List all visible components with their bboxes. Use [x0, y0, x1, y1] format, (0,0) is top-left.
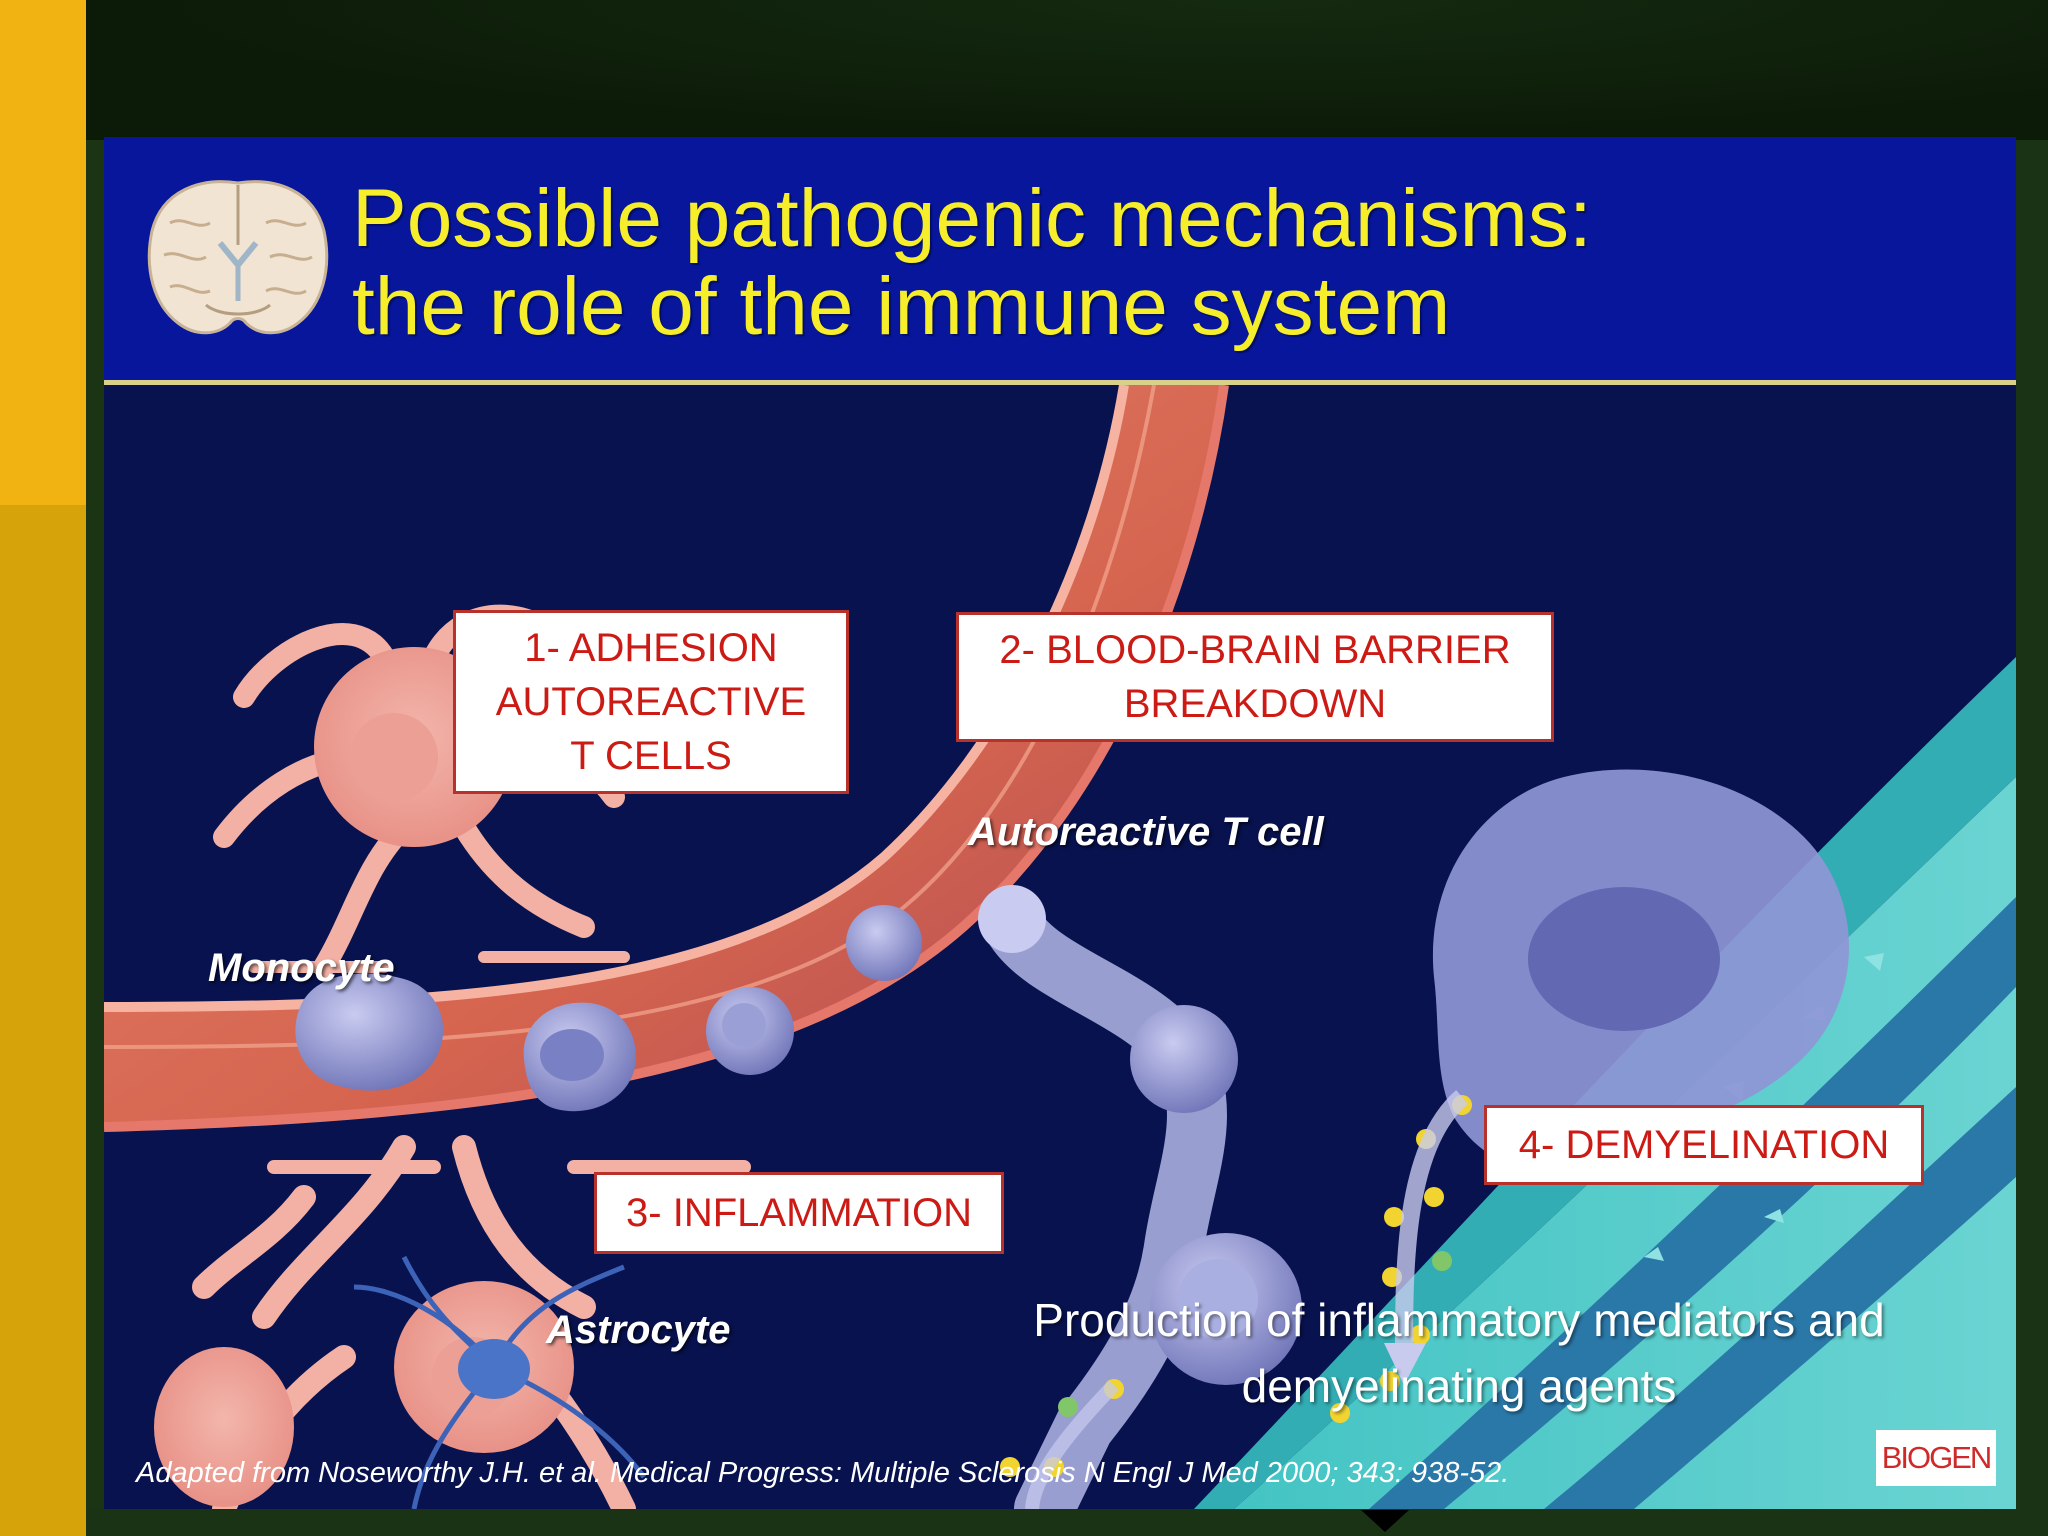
step-1-line-3: T CELLS: [570, 734, 732, 778]
slide-title-line-1: Possible pathogenic mechanisms:: [352, 173, 1592, 264]
source-citation: Adapted from Noseworthy J.H. et al. Medi…: [136, 1457, 1510, 1489]
autoreactive-t-cell: [978, 885, 1302, 1509]
mouse-pointer-triangle: [1361, 1510, 1409, 1532]
step-1-adhesion-box: 1- ADHESION AUTOREACTIVE T CELLS: [453, 610, 849, 794]
step-3-inflammation-box: 3- INFLAMMATION: [594, 1172, 1004, 1254]
demyelinating-macrophage: [1432, 769, 1849, 1172]
brain-coronal-section-icon: [147, 180, 329, 335]
label-autoreactive-t-cell: Autoreactive T cell: [968, 810, 1324, 854]
step-4-line-1: 4- DEMYELINATION: [1518, 1123, 1890, 1167]
slide-title-line-2: the role of the immune system: [352, 261, 1451, 352]
step-1-line-1: 1- ADHESION: [524, 626, 778, 670]
step-3-line-1: 3- INFLAMMATION: [626, 1191, 972, 1235]
label-astrocyte: Astrocyte: [546, 1308, 731, 1352]
label-monocyte: Monocyte: [208, 946, 395, 990]
step-2-line-1: 2- BLOOD-BRAIN BARRIER: [999, 628, 1511, 672]
title-divider: [104, 380, 2016, 385]
mediators-caption: Production of inflammatory mediators and…: [984, 1287, 1934, 1419]
mediator-arrows: [1025, 1090, 1469, 1509]
right-margin: [2012, 140, 2048, 1536]
caption-line-2: demyelinating agents: [1241, 1360, 1677, 1412]
step-2-line-2: BREAKDOWN: [1123, 682, 1387, 726]
left-stripe-yellow: [0, 0, 86, 505]
neuron: [353, 1255, 646, 1509]
astrocyte-upper: [213, 604, 630, 978]
monocyte-cell: [295, 973, 636, 1112]
step-4-demyelination-box: 4- DEMYELINATION: [1484, 1105, 1924, 1185]
slide: Possible pathogenic mechanisms: the role…: [104, 137, 2016, 1509]
left-stripe-gold: [0, 505, 86, 1536]
lymphocyte-in-vessel: [706, 905, 922, 1075]
pathogenesis-illustration: [104, 385, 2016, 1509]
caption-line-1: Production of inflammatory mediators and: [1033, 1294, 1885, 1346]
bottom-margin: [86, 1508, 2048, 1536]
biogen-logo: BIOGEN: [1876, 1430, 1996, 1486]
top-dark-margin: [86, 0, 2048, 140]
step-2-bbb-box: 2- BLOOD-BRAIN BARRIER BREAKDOWN: [956, 612, 1554, 742]
step-1-line-2: AUTOREACTIVE: [495, 680, 807, 724]
title-band: [104, 137, 2016, 382]
